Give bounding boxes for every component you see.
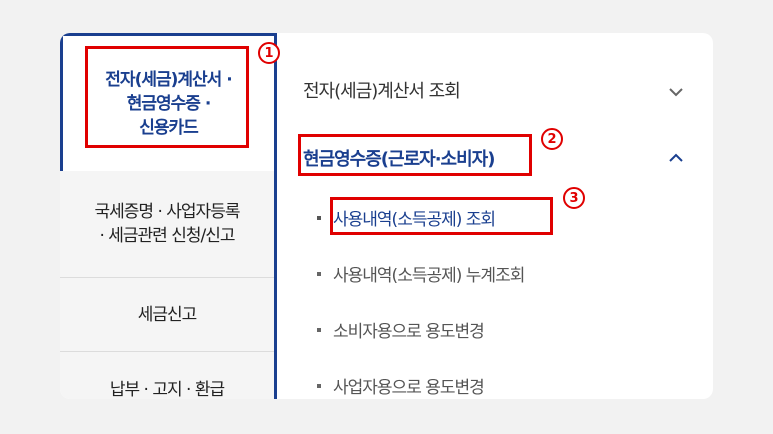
left-menu-item-label: 신용카드: [139, 117, 199, 138]
left-menu-item-payment[interactable]: 납부 · 고지 · 환급: [60, 352, 274, 399]
submenu-label: 사용내역(소득공제) 조회: [333, 210, 496, 230]
bullet-icon: [317, 327, 321, 332]
left-menu-item-tax-report[interactable]: 세금신고: [60, 278, 274, 352]
submenu-business-change[interactable]: 사업자용으로 용도변경: [317, 373, 485, 398]
left-menu-item-e-invoice[interactable]: 전자(세금)계산서 · 현금영수증 · 신용카드: [60, 33, 274, 171]
bullet-icon: [317, 215, 321, 220]
left-menu-item-label: 국세증명 · 사업자등록: [94, 202, 241, 222]
menu-cash-receipt[interactable]: 현금영수증(근로자·소비자): [303, 145, 495, 171]
highlight-box-3: [330, 197, 553, 235]
left-menu-item-certificates[interactable]: 국세증명 · 사업자등록 · 세금관련 신청/신고: [60, 171, 274, 278]
submenu-label: 사용내역(소득공제) 누계조회: [333, 266, 525, 286]
highlight-box-1: [85, 46, 249, 148]
left-menu-item-label: · 세금관련 신청/신고: [99, 226, 235, 246]
annotation-badge-2: 2: [541, 128, 563, 150]
bullet-icon: [317, 271, 321, 276]
annotation-badge-1: 1: [258, 42, 280, 64]
left-menu: 전자(세금)계산서 · 현금영수증 · 신용카드 국세증명 · 사업자등록 · …: [60, 33, 274, 399]
left-menu-item-label: 현금영수증 ·: [126, 93, 212, 114]
submenu-usage-cumulative[interactable]: 사용내역(소득공제) 누계조회: [317, 261, 525, 286]
left-menu-item-label: 납부 · 고지 · 환급: [109, 380, 225, 399]
menu-card: 전자(세금)계산서 · 현금영수증 · 신용카드 국세증명 · 사업자등록 · …: [60, 33, 713, 399]
bullet-icon: [317, 383, 321, 388]
submenu-label: 소비자용으로 용도변경: [333, 322, 485, 342]
submenu-consumer-change[interactable]: 소비자용으로 용도변경: [317, 317, 485, 342]
chevron-down-icon[interactable]: [667, 83, 685, 101]
highlight-box-2: [298, 134, 532, 176]
chevron-up-icon[interactable]: [667, 149, 685, 167]
left-menu-item-label: 전자(세금)계산서 ·: [105, 69, 232, 90]
menu-label: 현금영수증(근로자·소비자): [303, 149, 495, 170]
submenu-usage-inquiry[interactable]: 사용내역(소득공제) 조회: [317, 205, 496, 230]
menu-e-invoice-inquiry[interactable]: 전자(세금)계산서 조회: [303, 77, 461, 103]
menu-label: 전자(세금)계산서 조회: [303, 81, 461, 102]
annotation-badge-3: 3: [563, 187, 585, 209]
submenu-label: 사업자용으로 용도변경: [333, 378, 485, 398]
left-menu-item-label: 세금신고: [137, 304, 198, 325]
right-menu: 전자(세금)계산서 조회 현금영수증(근로자·소비자) 사용내역(소득공제) 조…: [274, 33, 713, 399]
